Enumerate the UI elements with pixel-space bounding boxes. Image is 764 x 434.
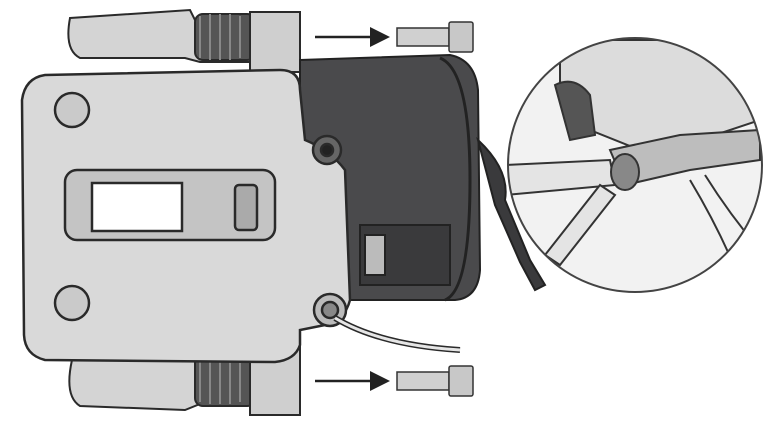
bottom-slide-pin (68, 344, 301, 416)
bottom-bolt (396, 365, 474, 397)
top-slide-pin (67, 8, 301, 73)
top-arrow-icon (315, 27, 390, 47)
bottom-arrow-icon (315, 371, 390, 391)
top-bolt (396, 21, 474, 53)
caliper-body (20, 68, 352, 364)
brake-wire (333, 315, 461, 353)
detail-inset (507, 37, 763, 293)
